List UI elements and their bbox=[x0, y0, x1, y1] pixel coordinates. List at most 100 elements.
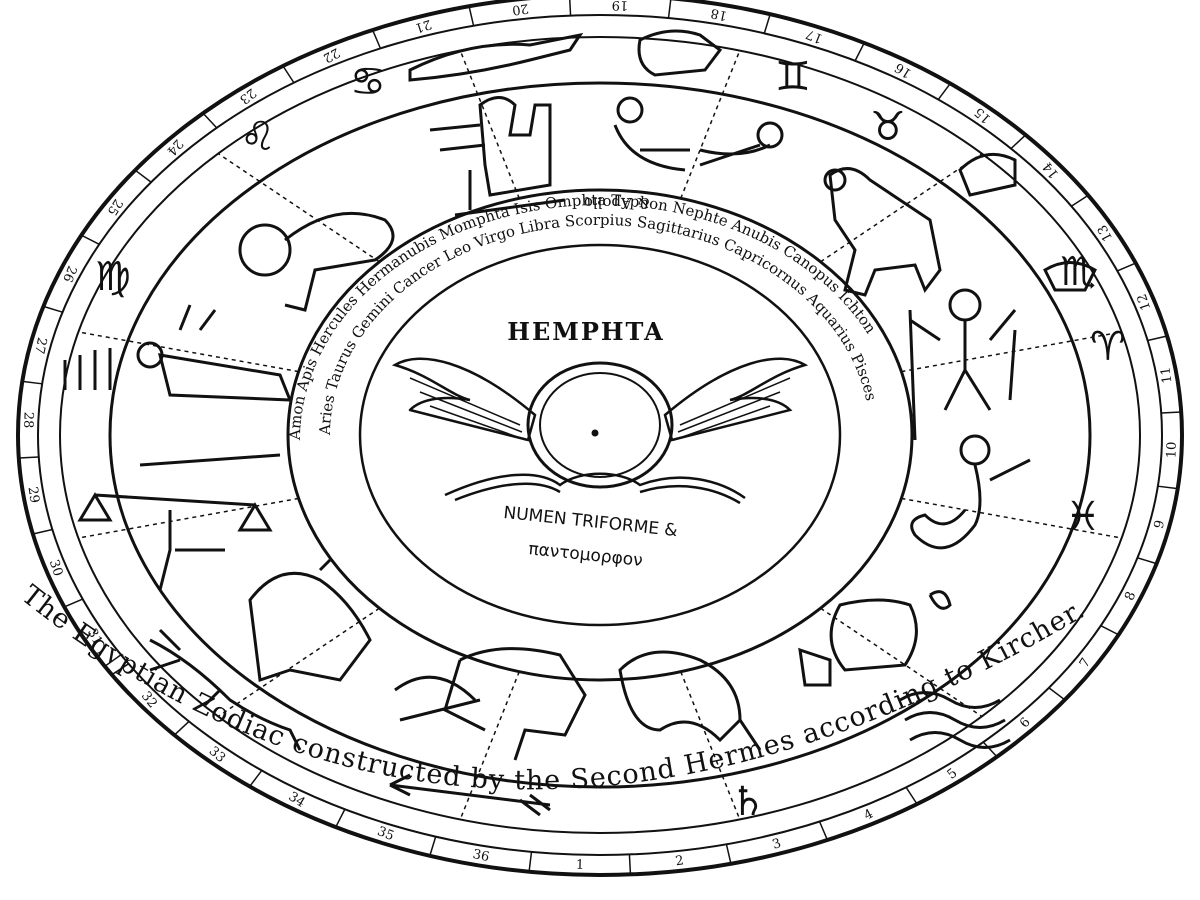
degree-tick bbox=[43, 305, 63, 313]
outer-number: 12 bbox=[1135, 292, 1154, 312]
sector-divider bbox=[901, 331, 1122, 373]
degree-tick bbox=[249, 769, 263, 787]
outer-number: 10 bbox=[1164, 441, 1180, 458]
sector-divider bbox=[217, 152, 380, 263]
top-bird-figure bbox=[637, 29, 723, 77]
figures bbox=[63, 29, 1097, 817]
degree-tick bbox=[282, 65, 295, 84]
outer-number: 29 bbox=[24, 486, 41, 504]
degree-tick bbox=[528, 851, 533, 872]
outer-number: 26 bbox=[59, 263, 79, 284]
degree-tick bbox=[202, 112, 218, 129]
motto-line-2: παντομορφον bbox=[527, 539, 643, 571]
cancer-glyph-icon: ♋ bbox=[350, 59, 386, 105]
sector-dividers bbox=[78, 50, 1122, 820]
water-waves-figure bbox=[899, 691, 1011, 749]
virgo-glyph-icon: ♍ bbox=[95, 254, 131, 300]
vase-figure bbox=[798, 590, 952, 687]
sector-divider bbox=[217, 607, 380, 718]
outer-number: 35 bbox=[375, 824, 396, 844]
degree-tick bbox=[937, 83, 951, 101]
sector-divider bbox=[459, 671, 520, 820]
degree-tick bbox=[1147, 335, 1168, 342]
balance-figure bbox=[77, 453, 281, 591]
apollo-label: & Apollo bbox=[584, 194, 650, 212]
outer-number: 1 bbox=[576, 858, 585, 873]
degree-tick bbox=[1117, 262, 1137, 272]
center-title: HEMPHTA bbox=[507, 317, 664, 346]
degree-tick bbox=[1070, 194, 1089, 207]
degree-tick bbox=[111, 663, 130, 676]
centaur-archer-figure bbox=[394, 647, 587, 761]
leo-glyph-icon: ♌ bbox=[240, 114, 276, 160]
degree-ticks bbox=[18, 0, 1182, 875]
sector-divider bbox=[680, 671, 741, 820]
degree-tick bbox=[371, 29, 382, 49]
outer-number: 28 bbox=[20, 411, 36, 428]
sector-divider bbox=[680, 50, 741, 199]
outer-number: 4 bbox=[862, 807, 876, 824]
outer-number: 21 bbox=[413, 16, 433, 35]
taurus-glyph-icon: ♉ bbox=[870, 104, 906, 150]
degree-tick bbox=[628, 854, 632, 875]
degree-tick bbox=[905, 786, 918, 805]
pisces-glyph-icon: ♓ bbox=[1065, 494, 1101, 540]
sector-divider bbox=[78, 331, 299, 373]
outer-number: 11 bbox=[1158, 366, 1175, 384]
ibis-birds-figure bbox=[63, 348, 112, 390]
sector-divider bbox=[820, 607, 983, 718]
scorpion-figure bbox=[149, 628, 302, 751]
degree-tick bbox=[63, 598, 83, 608]
degree-tick bbox=[1157, 485, 1178, 490]
arrow-figure bbox=[389, 773, 551, 817]
goat-fish-figure bbox=[618, 650, 762, 751]
outer-number: 25 bbox=[104, 196, 125, 218]
outer-number: 18 bbox=[709, 5, 728, 23]
outer-number: 20 bbox=[511, 0, 529, 17]
degree-tick bbox=[81, 234, 100, 245]
degree-tick bbox=[134, 169, 152, 183]
degree-tick bbox=[854, 42, 865, 62]
seated-ibis-figure bbox=[429, 96, 566, 217]
outer-number: 19 bbox=[611, 0, 628, 13]
degree-tick bbox=[667, 0, 672, 19]
outer-number: 27 bbox=[31, 336, 49, 355]
outer-number: 34 bbox=[286, 789, 308, 810]
degree-tick bbox=[763, 14, 771, 34]
degree-tick bbox=[22, 380, 43, 385]
outer-number: 8 bbox=[1122, 590, 1139, 603]
aries-glyph-icon: ♈ bbox=[1090, 324, 1126, 370]
sector-divider bbox=[459, 50, 520, 199]
sector-divider bbox=[78, 497, 299, 539]
degree-tick bbox=[32, 528, 53, 535]
saturn-glyph-icon: ♄ bbox=[730, 779, 766, 825]
outer-number: 36 bbox=[471, 847, 490, 865]
outer-rings bbox=[16, 0, 1184, 877]
degree-tick bbox=[1161, 411, 1182, 414]
degree-tick bbox=[173, 720, 190, 736]
sector-divider bbox=[820, 152, 983, 263]
outer-number: 16 bbox=[892, 59, 914, 80]
degree-tick bbox=[429, 836, 437, 856]
centaur-with-bow-figure bbox=[248, 558, 372, 683]
outer-number: 22 bbox=[320, 44, 342, 65]
degree-tick bbox=[1100, 625, 1119, 636]
outer-number: 2 bbox=[675, 853, 685, 869]
gemini-glyph-icon: ♊ bbox=[775, 54, 811, 100]
ram-headed-god-figure bbox=[908, 288, 1017, 441]
degree-tick bbox=[982, 741, 998, 758]
outer-number: 31 bbox=[84, 626, 105, 648]
degree-tick bbox=[1048, 687, 1066, 701]
motto-line-1: NUMEN TRIFORME & bbox=[502, 503, 678, 541]
outer-glyphs: ♈ ♉ ♊ ♋ ♌ ♍ ♏ ♓ ♄ bbox=[95, 54, 1126, 825]
scorpio-glyph-icon: ♏ bbox=[1060, 249, 1096, 295]
lion-figure bbox=[238, 211, 395, 312]
standing-priest-figure bbox=[136, 304, 293, 402]
crocodile-figure bbox=[408, 32, 584, 82]
sector-divider bbox=[901, 497, 1122, 539]
bull-figure bbox=[823, 167, 942, 297]
degree-tick bbox=[1010, 134, 1027, 150]
degree-tick bbox=[725, 844, 732, 864]
